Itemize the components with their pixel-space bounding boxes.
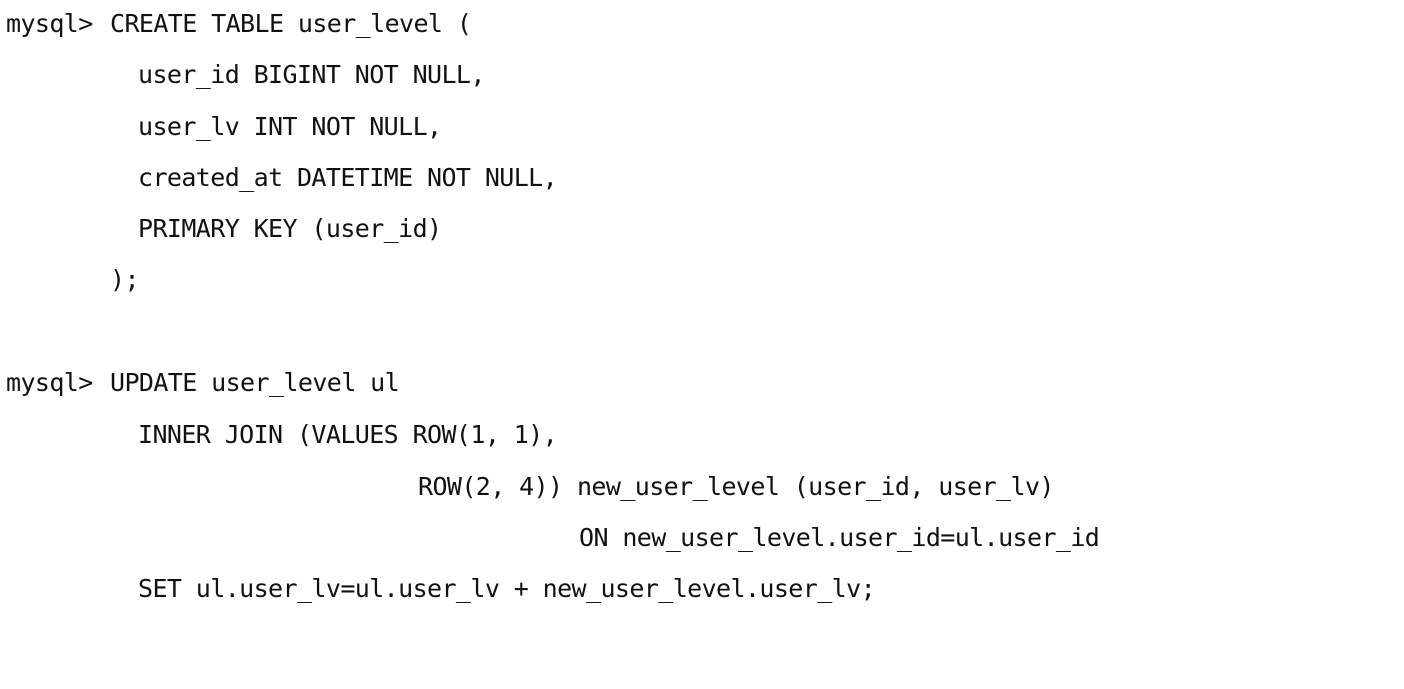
mysql-prompt: mysql>	[6, 368, 93, 397]
continuation-line: INNER JOIN (VALUES ROW(1, 1),	[0, 415, 1404, 455]
code-text: ON new_user_level.user_id=ul.user_id	[579, 523, 1100, 552]
continuation-line: created_at DATETIME NOT NULL,	[0, 158, 1404, 198]
code-text: SET ul.user_lv=ul.user_lv + new_user_lev…	[138, 574, 876, 603]
code-text: PRIMARY KEY (user_id)	[138, 214, 442, 243]
code-text: user_id BIGINT NOT NULL,	[138, 60, 485, 89]
command-line-create-table: mysql> CREATE TABLE user_level (	[0, 4, 1404, 44]
continuation-line: user_lv INT NOT NULL,	[0, 107, 1404, 147]
continuation-line: PRIMARY KEY (user_id)	[0, 209, 1404, 249]
terminal-window[interactable]: mysql> CREATE TABLE user_level ( user_id…	[0, 0, 1404, 620]
continuation-line: SET ul.user_lv=ul.user_lv + new_user_lev…	[0, 569, 1404, 609]
continuation-line: user_id BIGINT NOT NULL,	[0, 55, 1404, 95]
continuation-line: ROW(2, 4)) new_user_level (user_id, user…	[0, 467, 1404, 507]
code-text: ROW(2, 4)) new_user_level (user_id, user…	[418, 472, 1054, 501]
continuation-line: ON new_user_level.user_id=ul.user_id	[0, 518, 1404, 558]
code-text: created_at DATETIME NOT NULL,	[138, 163, 558, 192]
code-text: INNER JOIN (VALUES ROW(1, 1),	[138, 420, 558, 449]
code-text: UPDATE user_level ul	[110, 368, 400, 397]
code-text: CREATE TABLE user_level (	[110, 9, 472, 38]
code-text: );	[110, 265, 140, 294]
command-line-update: mysql> UPDATE user_level ul	[0, 363, 1404, 403]
continuation-line: );	[0, 260, 1404, 300]
code-text: user_lv INT NOT NULL,	[138, 112, 442, 141]
mysql-prompt: mysql>	[6, 9, 93, 38]
